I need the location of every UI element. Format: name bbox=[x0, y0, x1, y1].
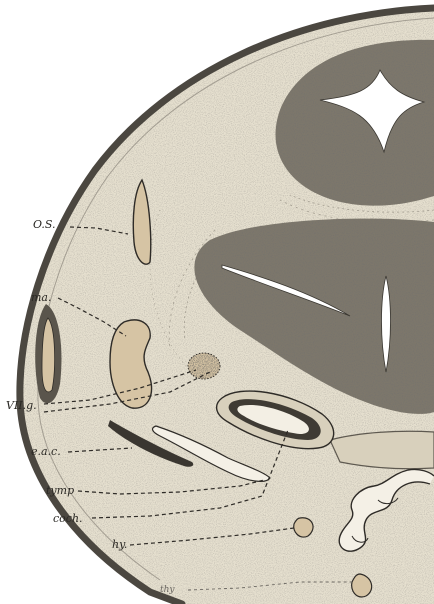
label-coch: coch. bbox=[53, 512, 83, 525]
label-hy: hy. bbox=[112, 538, 127, 551]
label-thy: thy bbox=[160, 585, 175, 595]
vii-ganglion bbox=[188, 353, 220, 379]
label-tymp: tymp bbox=[46, 484, 74, 497]
label-viig: VII.g. bbox=[6, 399, 37, 412]
lower-right-tissue bbox=[330, 431, 434, 468]
label-eac: e.a.c. bbox=[31, 445, 61, 458]
label-os: O.S. bbox=[33, 218, 56, 231]
label-ma: ma. bbox=[31, 291, 52, 304]
hyoid-cartilage bbox=[294, 518, 313, 537]
